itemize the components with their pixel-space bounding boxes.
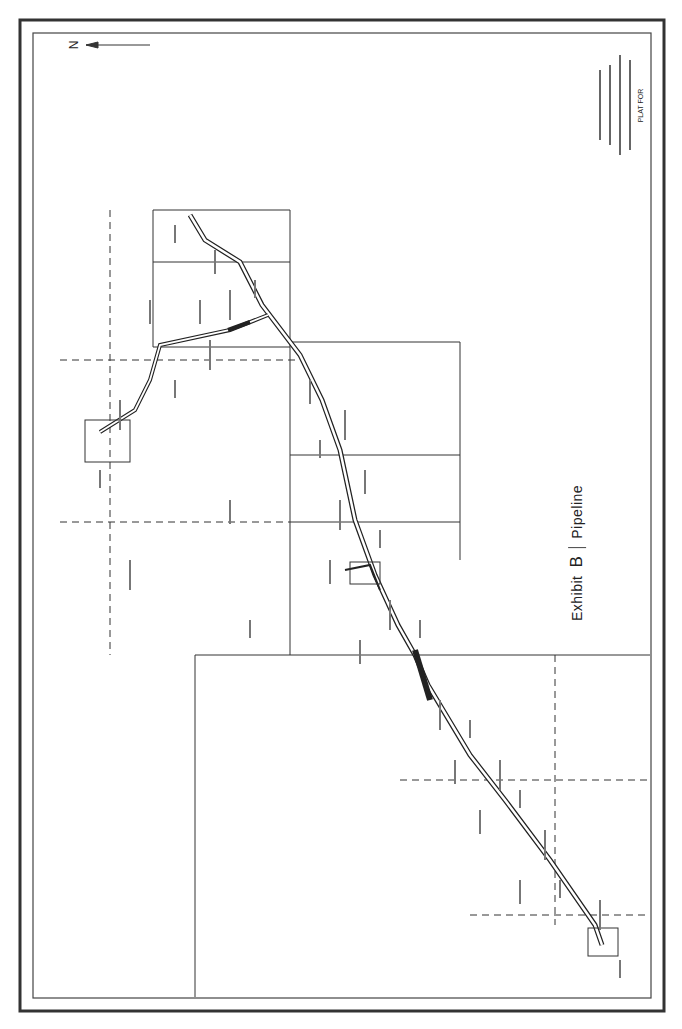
annotation-mark [119,400,121,430]
caption-separator [568,547,586,548]
annotation-mark [389,600,391,630]
annotation-mark [229,290,231,320]
annotation-mark [479,810,481,834]
title-block-lines [600,55,630,155]
caption-text: B [567,556,587,568]
annotation-mark [439,700,441,730]
annotation-mark [544,830,546,860]
annotation-mark [599,900,601,930]
pipeline-route [100,215,602,945]
annotation-mark [254,280,256,298]
annotation-mark [619,960,621,978]
section-lines [60,210,650,925]
illegible-annotations [100,225,620,978]
annotation-mark [209,340,211,370]
annotation-mark [499,760,501,790]
annotation-mark [379,530,381,548]
caption-text: Exhibit [569,576,585,622]
title-block-text: PLAT FOR [638,88,645,122]
site-box [350,562,380,584]
annotation-mark [199,300,201,324]
annotation-mark [319,440,321,458]
annotation-mark [214,250,216,274]
annotation-mark [359,640,361,664]
annotation-mark [174,225,176,243]
annotation-mark [309,380,311,404]
annotation-mark [344,410,346,440]
annotation-mark [364,470,366,494]
north-arrow [86,42,150,48]
caption-text: Pipeline [569,485,585,539]
outer-border [20,20,664,1011]
annotation-mark [339,500,341,530]
annotation-mark [174,380,176,398]
annotation-mark [129,560,131,590]
annotation-mark [469,720,471,738]
property-lines [153,210,650,997]
annotation-mark [99,470,101,488]
annotation-mark [519,790,521,808]
annotation-mark [229,500,231,524]
inner-border [33,33,651,998]
exhibit-caption: Exhibit B Pipeline [567,485,587,621]
site-box [85,420,130,462]
annotation-mark [329,560,331,584]
annotation-mark [149,300,151,324]
annotation-mark [249,620,251,638]
site-box [588,928,618,956]
annotation-mark [419,620,421,638]
annotation-mark [454,760,456,784]
annotation-mark [519,880,521,904]
annotation-mark [559,880,561,898]
north-label: N [67,41,81,50]
